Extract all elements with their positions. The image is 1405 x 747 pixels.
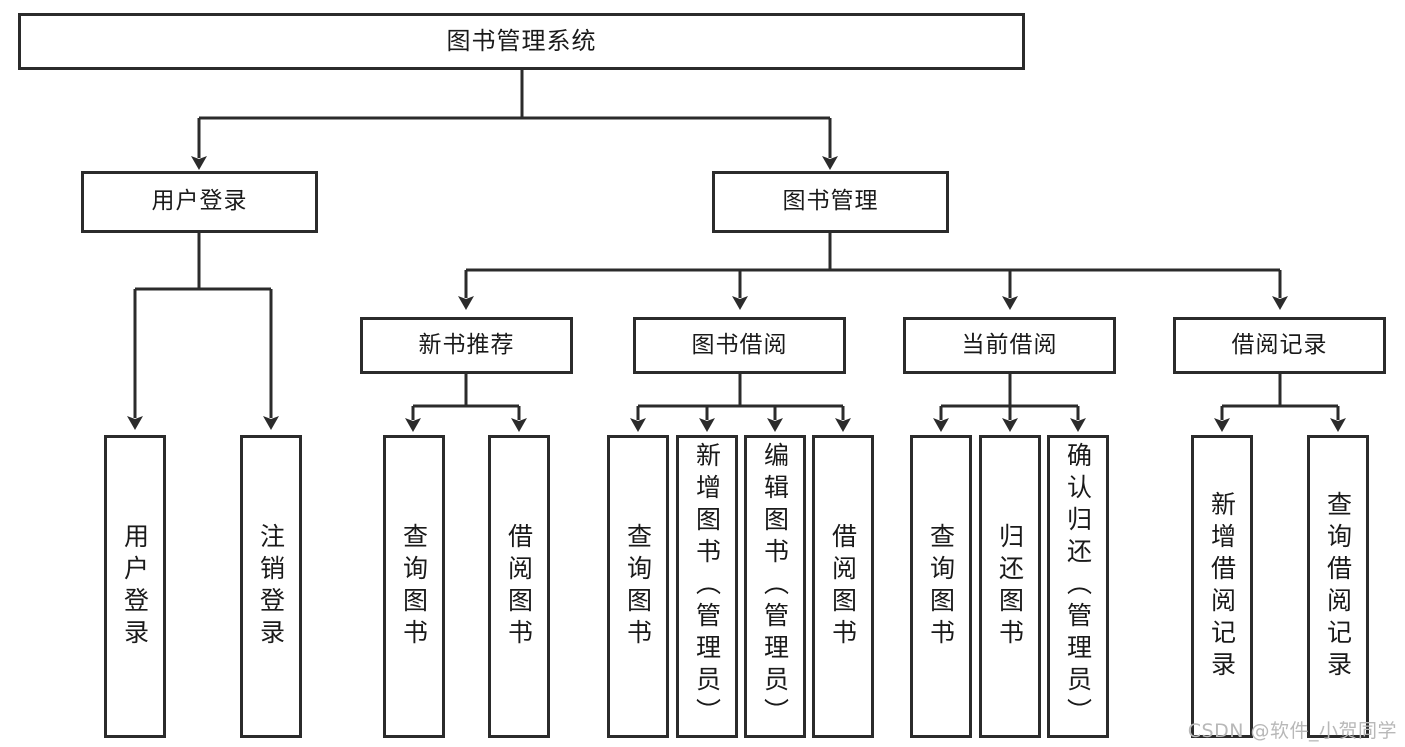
node-label: 新增借阅记录 [1207,490,1237,683]
node-label: 借阅图书 [828,522,858,651]
leaf-add-borrow-record[interactable]: 新增借阅记录 [1191,435,1253,738]
node-label: 图书管理系统 [446,27,597,56]
leaf-query-book-borrow[interactable]: 查询图书 [607,435,669,738]
leaf-add-book-admin[interactable]: 新增图书（管理员） [676,435,738,738]
node-label: 图书借阅 [691,331,788,358]
node-label: 查询图书 [926,522,956,651]
node-label: 查询借阅记录 [1323,490,1353,683]
node-label: 注销登录 [256,522,286,651]
leaf-logout-login[interactable]: 注销登录 [240,435,302,738]
node-label: 当前借阅 [961,331,1058,358]
leaf-query-book-current[interactable]: 查询图书 [910,435,972,738]
leaf-edit-book-admin[interactable]: 编辑图书（管理员） [744,435,806,738]
node-label: 确认归还（管理员） [1063,442,1093,730]
leaf-borrow-book[interactable]: 借阅图书 [812,435,874,738]
node-label: 图书管理 [782,188,879,215]
node-label: 借阅图书 [504,522,534,651]
leaf-borrow-book-recommend[interactable]: 借阅图书 [488,435,550,738]
node-label: 查询图书 [399,522,429,651]
leaf-query-borrow-record[interactable]: 查询借阅记录 [1307,435,1369,738]
node-label: 编辑图书（管理员） [760,442,790,730]
node-user-login[interactable]: 用户登录 [81,171,318,233]
node-label: 新增图书（管理员） [692,442,722,730]
node-label: 查询图书 [623,522,653,651]
node-current-borrow[interactable]: 当前借阅 [903,317,1116,374]
node-label: 新书推荐 [418,331,515,358]
leaf-confirm-return-admin[interactable]: 确认归还（管理员） [1047,435,1109,738]
node-borrow-record[interactable]: 借阅记录 [1173,317,1386,374]
node-label: 用户登录 [120,522,150,651]
node-label: 用户登录 [151,188,248,215]
leaf-return-book[interactable]: 归还图书 [979,435,1041,738]
csdn-watermark: CSDN @软件_小贺同学 [1187,720,1397,742]
node-label: 借阅记录 [1231,331,1328,358]
node-root-system[interactable]: 图书管理系统 [18,13,1025,70]
node-label: 归还图书 [995,522,1025,651]
leaf-user-login[interactable]: 用户登录 [104,435,166,738]
leaf-query-book-recommend[interactable]: 查询图书 [383,435,445,738]
node-new-book-recommend[interactable]: 新书推荐 [360,317,573,374]
node-book-management[interactable]: 图书管理 [712,171,949,233]
node-book-borrow[interactable]: 图书借阅 [633,317,846,374]
